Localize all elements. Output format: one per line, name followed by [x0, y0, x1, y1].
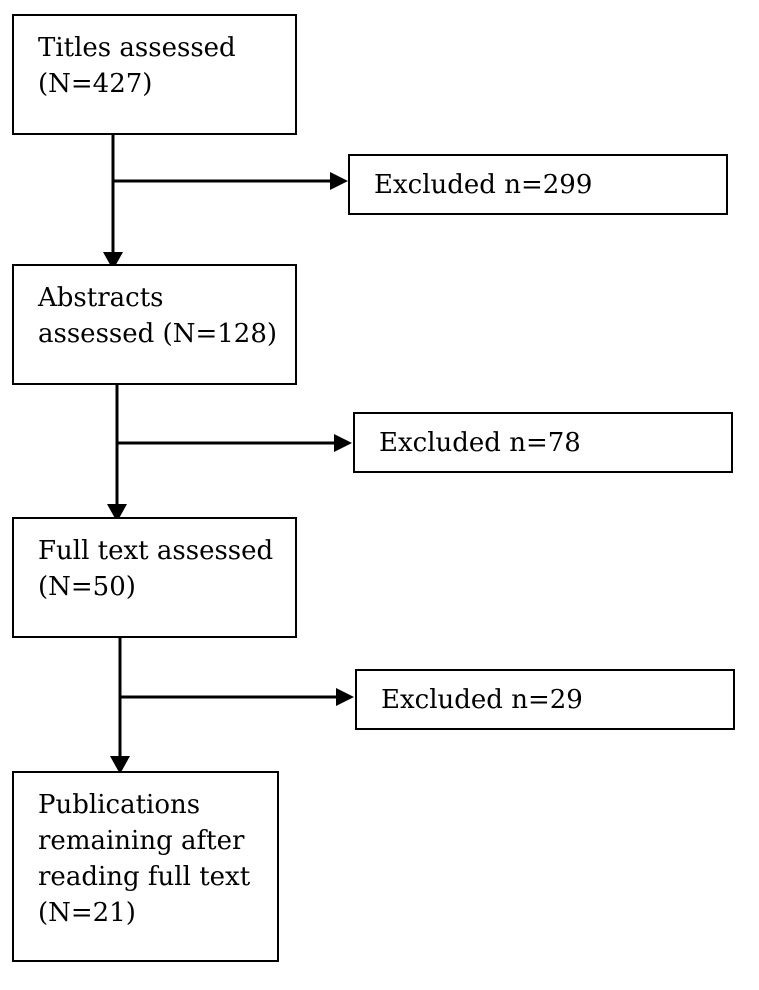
full-text-assessed-box: Full text assessed (N=50) [12, 517, 297, 638]
excluded-box-3: Excluded n=29 [355, 669, 735, 730]
arrowhead-right-excluded-3 [336, 688, 354, 706]
titles-assessed-label: Titles assessed (N=427) [38, 33, 236, 99]
excluded-label-1: Excluded n=299 [374, 170, 593, 200]
excluded-box-2: Excluded n=78 [353, 412, 733, 473]
abstracts-assessed-label: Abstracts assessed (N=128) [38, 283, 278, 349]
excluded-label-3: Excluded n=29 [381, 685, 583, 715]
abstracts-assessed-box: Abstracts assessed (N=128) [12, 264, 297, 385]
publications-remaining-label: Publications remaining after reading ful… [38, 790, 251, 928]
excluded-box-1: Excluded n=299 [348, 154, 728, 215]
arrowhead-down-fulltext [107, 504, 127, 522]
arrowhead-right-excluded-2 [334, 434, 352, 452]
titles-assessed-box: Titles assessed (N=427) [12, 14, 297, 135]
arrowhead-down-publications [110, 756, 130, 774]
full-text-assessed-label: Full text assessed (N=50) [38, 536, 274, 602]
arrowhead-right-excluded-1 [330, 172, 348, 190]
arrowhead-down-abstracts [103, 252, 123, 270]
publications-remaining-box: Publications remaining after reading ful… [12, 771, 279, 962]
excluded-label-2: Excluded n=78 [379, 428, 581, 458]
